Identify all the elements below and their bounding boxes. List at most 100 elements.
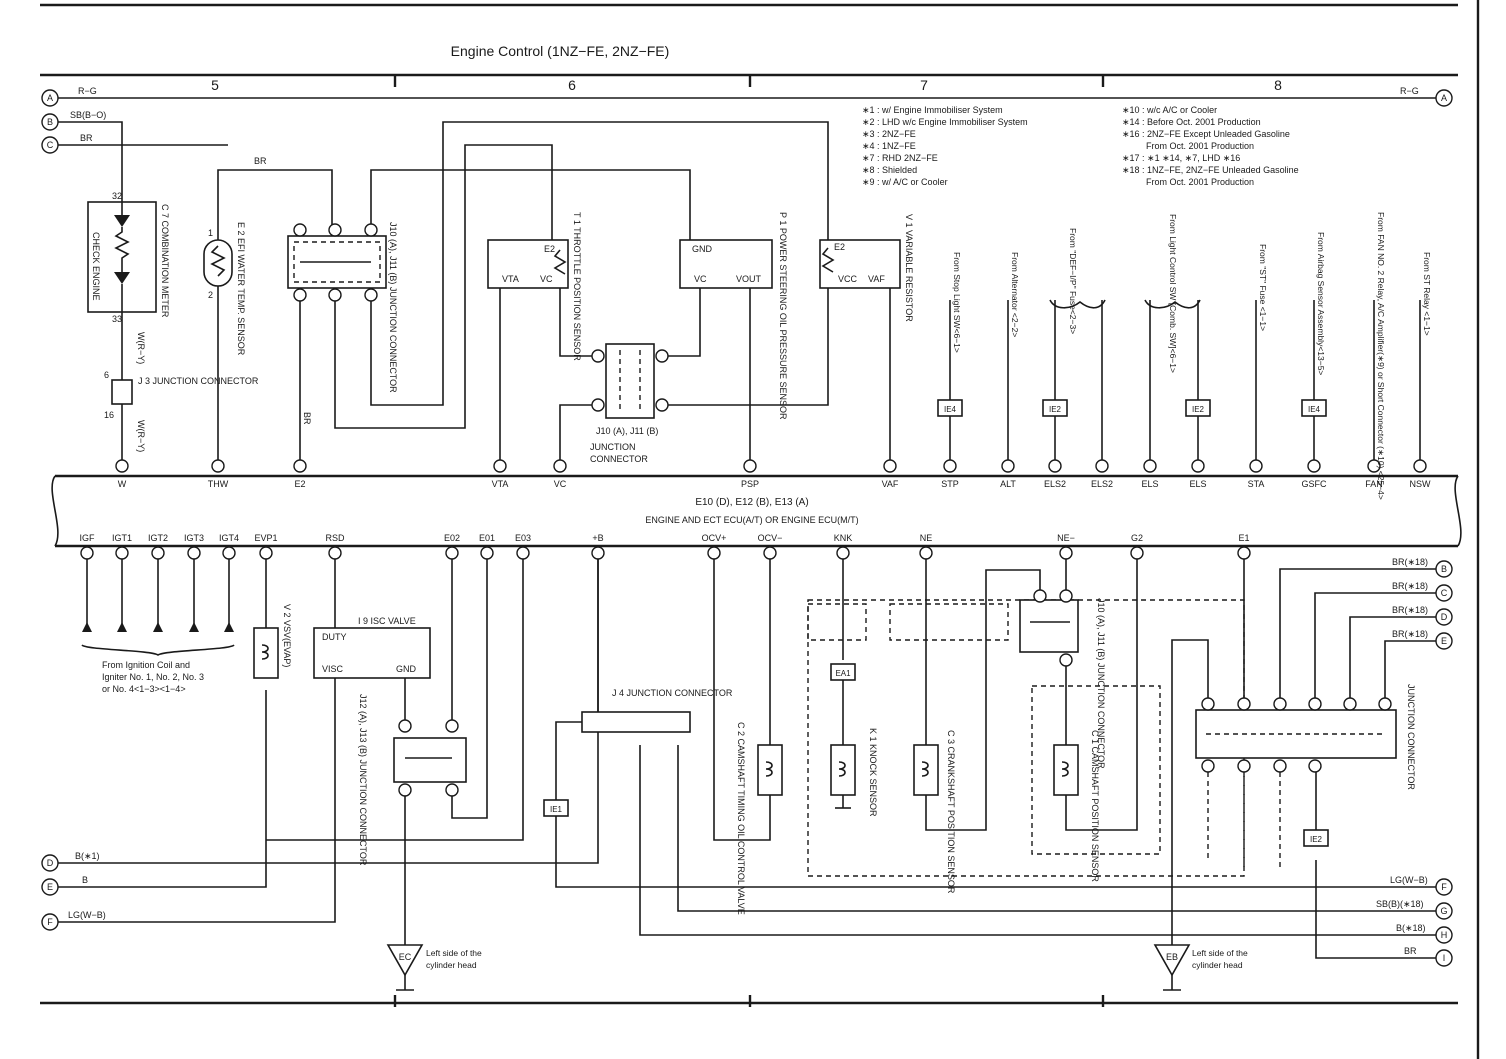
svg-text:∗1 : w/ Engine Immobiliser Sys: ∗1 : w/ Engine Immobiliser System xyxy=(862,105,1003,115)
svg-text:or No. 4<1−3><1−4>: or No. 4<1−3><1−4> xyxy=(102,684,186,694)
notes-left: ∗1 : w/ Engine Immobiliser System ∗2 : L… xyxy=(862,105,1028,187)
svg-text:∗9 : w/ A/C or Cooler: ∗9 : w/ A/C or Cooler xyxy=(862,177,948,187)
svg-text:THW: THW xyxy=(208,479,229,489)
svg-text:VISC: VISC xyxy=(322,664,344,674)
svg-text:GND: GND xyxy=(692,244,713,254)
svg-text:VC: VC xyxy=(694,274,707,284)
svg-text:From Oct. 2001 Production: From Oct. 2001 Production xyxy=(1146,177,1254,187)
svg-text:IE2: IE2 xyxy=(1192,405,1205,414)
combination-meter-c7: 32 33 C 7 COMBINATION METER CHECK ENGINE… xyxy=(87,191,259,460)
svg-text:E2: E2 xyxy=(294,479,305,489)
ground-ec: EC Left side of the cylinder head xyxy=(386,944,482,991)
svg-text:VCC: VCC xyxy=(838,274,858,284)
svg-text:From Alternator <2−2>: From Alternator <2−2> xyxy=(1010,252,1020,337)
svg-text:FAN: FAN xyxy=(1365,479,1383,489)
svg-text:GSFC: GSFC xyxy=(1301,479,1327,489)
svg-text:From Ignition Coil and: From Ignition Coil and xyxy=(102,660,190,670)
svg-text:P 1 POWER STEERING OIL PRESSUR: P 1 POWER STEERING OIL PRESSURE SENSOR xyxy=(778,212,788,420)
svg-text:JUNCTION CONNECTOR: JUNCTION CONNECTOR xyxy=(1406,684,1416,790)
crankshaft-position-sensor-c3: C 3 CRANKSHAFT POSITION SENSOR xyxy=(889,559,1041,894)
svg-text:16: 16 xyxy=(104,410,114,420)
svg-text:VC: VC xyxy=(540,274,553,284)
svg-text:W(R−Y): W(R−Y) xyxy=(136,332,146,364)
camshaft-ocv-c2: C 2 CAMSHAFT TIMING OIL CONTROL VALVE xyxy=(713,559,783,915)
svg-text:B: B xyxy=(1441,564,1447,574)
junction-connector-j4: J 4 JUNCTION CONNECTOR IE1 xyxy=(543,559,733,817)
svg-text:IGT4: IGT4 xyxy=(219,533,239,543)
junction-connector-j10-j11-center: J10 (A), J11 (B) JUNCTION CONNECTOR xyxy=(559,288,829,464)
svg-text:ELS: ELS xyxy=(1189,479,1206,489)
svg-text:E2: E2 xyxy=(834,242,845,252)
svg-text:BR: BR xyxy=(1404,946,1417,956)
svg-text:EVP1: EVP1 xyxy=(254,533,277,543)
svg-text:IGT1: IGT1 xyxy=(112,533,132,543)
svg-text:E01: E01 xyxy=(479,533,495,543)
diagram-title: Engine Control (1NZ−FE, 2NZ−FE) xyxy=(451,43,670,59)
svg-text:B(∗18): B(∗18) xyxy=(1396,923,1426,933)
svg-text:EA1: EA1 xyxy=(835,669,851,678)
svg-text:E02: E02 xyxy=(444,533,460,543)
svg-text:NSW: NSW xyxy=(1410,479,1432,489)
svg-text:From "ST" Fuse <1−1>: From "ST" Fuse <1−1> xyxy=(1258,244,1268,331)
svg-text:IE4: IE4 xyxy=(1308,405,1321,414)
svg-text:∗7 : RHD 2NZ−FE: ∗7 : RHD 2NZ−FE xyxy=(862,153,938,163)
svg-text:RSD: RSD xyxy=(325,533,345,543)
svg-text:E: E xyxy=(1441,636,1447,646)
svg-text:PSP: PSP xyxy=(741,479,759,489)
svg-text:B(∗1): B(∗1) xyxy=(75,851,100,861)
svg-text:EC: EC xyxy=(399,952,412,962)
ecu-connectors: E10 (D), E12 (B), E13 (A) xyxy=(695,497,808,508)
svg-text:NE: NE xyxy=(920,533,933,543)
svg-text:I 9 ISC VALVE: I 9 ISC VALVE xyxy=(358,616,416,626)
svg-text:J 4 JUNCTION CONNECTOR: J 4 JUNCTION CONNECTOR xyxy=(612,688,733,698)
svg-text:C 1 CAMSHAFT POSITION SENSOR: C 1 CAMSHAFT POSITION SENSOR xyxy=(1090,730,1100,882)
svg-text:A: A xyxy=(1441,93,1447,103)
svg-text:From Stop Light SW<6−1>: From Stop Light SW<6−1> xyxy=(952,252,962,353)
svg-text:IE2: IE2 xyxy=(1049,405,1062,414)
svg-text:ELS2: ELS2 xyxy=(1044,479,1066,489)
svg-text:1: 1 xyxy=(208,228,213,238)
knock-sensor-k1: EA1 K 1 KNOCK SENSOR xyxy=(807,559,1245,877)
svg-text:F: F xyxy=(47,917,53,927)
svg-text:E: E xyxy=(47,882,53,892)
svg-text:ELS2: ELS2 xyxy=(1091,479,1113,489)
variable-resistor-v1: E2 VCC VAF V 1 VARIABLE RESISTOR xyxy=(819,214,914,460)
svg-text:C 7 COMBINATION METER: C 7 COMBINATION METER xyxy=(160,204,170,318)
svg-text:VAF: VAF xyxy=(882,479,899,489)
svg-text:IGT2: IGT2 xyxy=(148,533,168,543)
svg-text:∗4 : 1NZ−FE: ∗4 : 1NZ−FE xyxy=(862,141,916,151)
svg-text:J10 (A), J11 (B) JUNCTION CONN: J10 (A), J11 (B) JUNCTION CONNECTOR xyxy=(1096,598,1106,769)
svg-text:C 3 CRANKSHAFT POSITION SENSOR: C 3 CRANKSHAFT POSITION SENSOR xyxy=(946,730,956,894)
svg-text:G2: G2 xyxy=(1131,533,1143,543)
svg-text:G: G xyxy=(1440,906,1447,916)
svg-text:JUNCTION: JUNCTION xyxy=(590,442,636,452)
svg-text:cylinder head: cylinder head xyxy=(1192,960,1243,970)
svg-text:BR(∗18): BR(∗18) xyxy=(1392,629,1428,639)
svg-text:T 1 THROTTLE POSITION SENSOR: T 1 THROTTLE POSITION SENSOR xyxy=(572,212,582,361)
svg-text:+B: +B xyxy=(592,533,603,543)
camshaft-position-sensor-c1: C 1 CAMSHAFT POSITION SENSOR xyxy=(1031,559,1161,882)
svg-text:∗8 : Shielded: ∗8 : Shielded xyxy=(862,165,917,175)
svg-text:C: C xyxy=(47,140,54,150)
svg-text:IE4: IE4 xyxy=(944,405,957,414)
svg-text:D: D xyxy=(1441,612,1448,622)
grid-col-6: 6 xyxy=(568,77,576,93)
svg-text:A: A xyxy=(47,93,53,103)
svg-text:∗10 : w/c A/C or Cooler: ∗10 : w/c A/C or Cooler xyxy=(1122,105,1217,115)
water-temp-sensor-e2: BR E 2 EFI WATER TEMP. SENSOR 1 2 xyxy=(203,156,333,460)
svg-text:VTA: VTA xyxy=(492,479,509,489)
svg-text:Left side of the: Left side of the xyxy=(1192,948,1248,958)
svg-text:BR(∗18): BR(∗18) xyxy=(1392,557,1428,567)
svg-text:K 1 KNOCK SENSOR: K 1 KNOCK SENSOR xyxy=(868,728,878,817)
isc-valve-i9: DUTY VISC GND I 9 ISC VALVE xyxy=(313,616,431,730)
svg-text:From Airbag Sensor Assembly<13: From Airbag Sensor Assembly<13−5> xyxy=(1316,232,1326,375)
svg-text:VAF: VAF xyxy=(868,274,885,284)
j3-label: J 3 JUNCTION CONNECTOR xyxy=(138,376,259,386)
notes-right: ∗10 : w/c A/C or Cooler ∗14 : Before Oct… xyxy=(1122,105,1299,187)
svg-text:∗3 : 2NZ−FE: ∗3 : 2NZ−FE xyxy=(862,129,916,139)
ecu-top-pins: W THW E2 VTA VC PSP VAF STP ALT ELS2 ELS… xyxy=(115,459,1432,489)
svg-text:R−G: R−G xyxy=(1400,86,1419,96)
svg-text:CHECK ENGINE: CHECK ENGINE xyxy=(91,232,101,301)
svg-text:32: 32 xyxy=(112,191,122,201)
svg-text:From Oct. 2001 Production: From Oct. 2001 Production xyxy=(1146,141,1254,151)
